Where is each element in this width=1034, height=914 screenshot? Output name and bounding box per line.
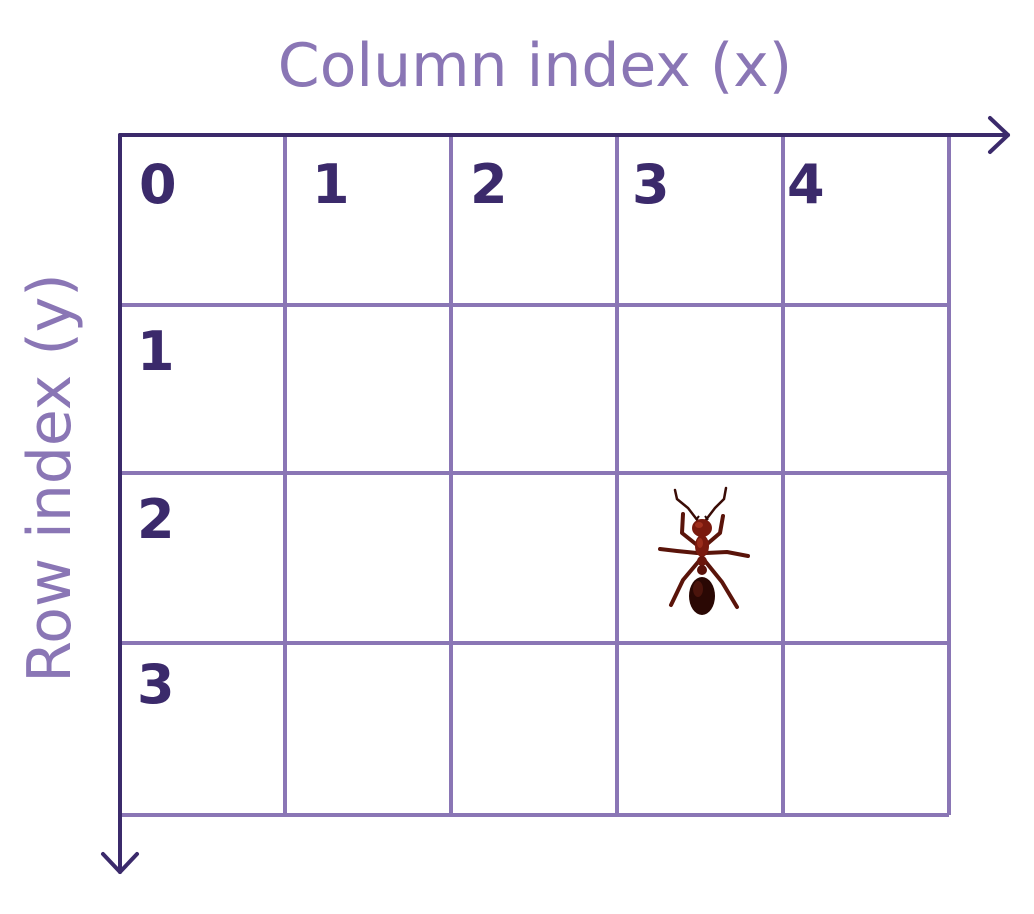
column-label: 0 [139, 153, 177, 216]
row-label: 1 [137, 320, 175, 383]
column-label: 4 [787, 153, 825, 216]
x-axis-arrowhead [988, 116, 1010, 154]
row-labels: 1 2 3 [137, 320, 175, 716]
axes [101, 116, 1010, 874]
grid-lines [120, 135, 951, 817]
column-label: 2 [470, 153, 508, 216]
y-axis-arrowhead [101, 852, 139, 874]
row-label: 3 [137, 653, 175, 716]
column-labels: 0 1 2 3 4 [139, 153, 825, 216]
x-axis-title: Column index (x) [278, 31, 792, 101]
column-label: 3 [632, 153, 670, 216]
y-axis-title: Row index (y) [15, 273, 85, 682]
column-label: 1 [312, 153, 350, 216]
row-label: 2 [137, 488, 175, 551]
ant-icon [658, 486, 750, 615]
